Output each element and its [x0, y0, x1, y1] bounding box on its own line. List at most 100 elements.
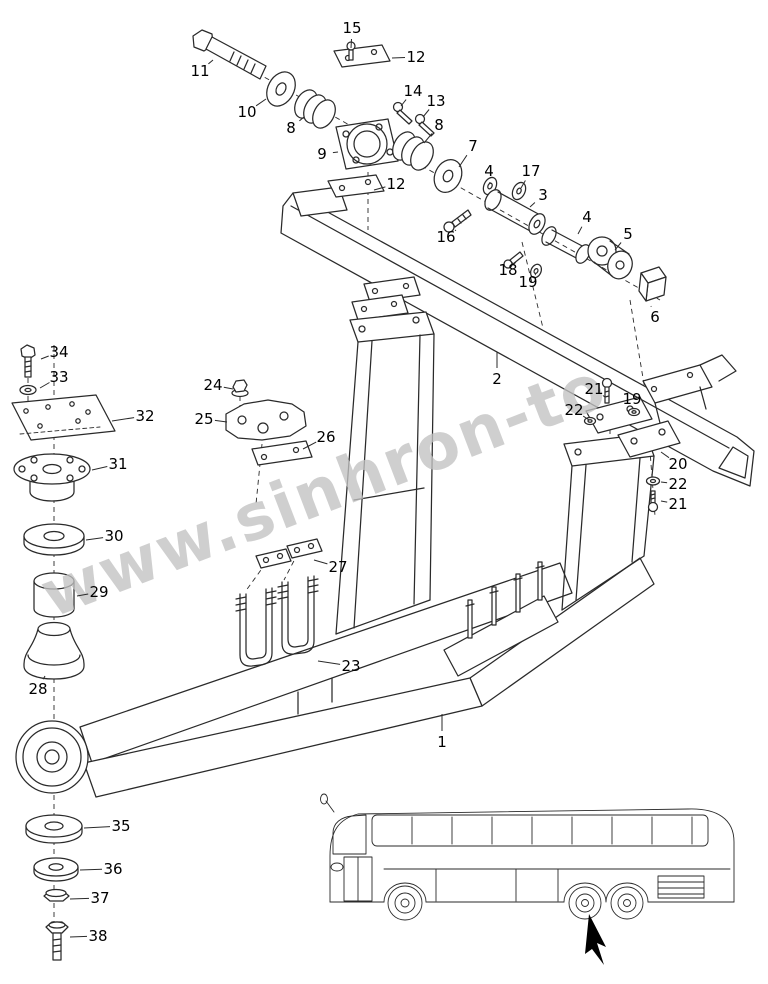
part-label-23: 23	[341, 657, 360, 675]
leader-line-9	[332, 151, 339, 154]
washer-33	[19, 384, 37, 396]
location-arrow	[585, 914, 606, 965]
leader-line-16	[454, 229, 457, 232]
leader-line-26	[302, 441, 317, 450]
part-label-22: 22	[668, 475, 687, 493]
part-label-7: 7	[468, 137, 478, 155]
leader-line-27	[313, 559, 328, 565]
flange-housing-9	[335, 118, 399, 170]
part-label-13: 13	[426, 92, 445, 110]
leader-line-24	[223, 386, 234, 390]
u-bolt-right	[277, 575, 319, 655]
leader-line-33	[39, 382, 50, 389]
leader-line-21	[602, 395, 606, 398]
part-label-21: 21	[584, 380, 603, 398]
part-label-20: 20	[668, 455, 687, 473]
leader-line-36	[79, 868, 103, 871]
leader-line-21	[660, 500, 668, 503]
spring-seat-plate	[443, 561, 559, 677]
part-label-26: 26	[316, 428, 335, 446]
right-bracket-hardware	[583, 377, 681, 513]
leader-line-12	[391, 57, 406, 59]
headlight	[330, 862, 344, 872]
mirror-arm	[325, 800, 335, 813]
part-label-1: 1	[437, 733, 447, 751]
leader-line-18	[513, 261, 517, 265]
screw-14	[392, 101, 413, 125]
leader-line-38	[69, 935, 88, 938]
screw-21-lower	[647, 490, 659, 513]
part-label-38: 38	[88, 927, 107, 945]
part-label-35: 35	[111, 817, 130, 835]
mirror	[320, 793, 328, 805]
u-bolts-and-clamps	[235, 538, 323, 667]
leader-line-35	[83, 826, 111, 829]
part-label-29: 29	[89, 583, 108, 601]
screw-13	[414, 113, 435, 137]
center-bracket-parts	[225, 379, 313, 466]
pivot-bushing-eye	[15, 720, 89, 794]
washer-22-lower	[645, 476, 661, 486]
mount-plate-32	[11, 394, 116, 441]
leader-line-31	[91, 466, 108, 471]
part-label-16: 16	[436, 228, 455, 246]
bolt-11	[192, 29, 267, 80]
bus-location-drawing	[320, 793, 735, 921]
part-label-19: 19	[622, 390, 641, 408]
leader-line-34	[40, 355, 49, 360]
part-label-25: 25	[194, 410, 213, 428]
cube-block-6	[638, 266, 667, 302]
leader-line-15	[350, 38, 352, 49]
cylinder-spacer-3	[484, 189, 546, 235]
washer-19-top	[529, 263, 543, 279]
leader-line-20	[660, 451, 670, 459]
part-label-8: 8	[286, 119, 296, 137]
rear-grille	[657, 875, 705, 899]
left-mount-stack	[11, 344, 116, 961]
part-label-3: 3	[538, 186, 548, 204]
support-towers	[335, 311, 655, 635]
part-label-27: 27	[328, 558, 347, 576]
part-label-6: 6	[650, 308, 660, 326]
leader-line-23	[317, 660, 341, 665]
leader-line-4	[577, 226, 583, 235]
plate-12-bottom	[327, 174, 385, 198]
leader-line-12	[373, 186, 386, 191]
leader-line-11	[208, 59, 214, 65]
leader-line-19	[534, 273, 537, 276]
subframe-part-1	[15, 557, 655, 798]
part-label-36: 36	[103, 860, 122, 878]
screw-21-upper	[601, 377, 613, 404]
screw-18	[503, 251, 524, 269]
nut-24	[231, 379, 249, 398]
bracket-plate-25	[225, 399, 307, 441]
leader-line-37	[69, 897, 90, 900]
leader-line-8	[299, 116, 305, 122]
bolt-38	[45, 921, 69, 961]
part-label-30: 30	[104, 527, 123, 545]
part-label-31: 31	[108, 455, 127, 473]
part-label-4: 4	[582, 208, 592, 226]
part-label-28: 28	[28, 680, 47, 698]
leader-line-14	[400, 99, 407, 107]
washer-19-right	[627, 407, 641, 417]
part-label-11: 11	[190, 62, 209, 80]
part-label-32: 32	[135, 407, 154, 425]
nut-37	[43, 888, 70, 902]
washer-10	[266, 71, 296, 107]
leader-line-30	[85, 537, 104, 541]
leader-line-25	[214, 419, 228, 423]
rubber-bushing-8-left	[294, 89, 336, 129]
part-label-4: 4	[484, 162, 494, 180]
leader-line-22	[660, 481, 668, 484]
washer-35	[25, 814, 83, 844]
rubber-bushing-8-right	[392, 131, 434, 171]
screw-34	[20, 344, 36, 378]
leader-line-3	[529, 202, 536, 208]
part-label-8: 8	[434, 116, 444, 134]
bushing-29	[33, 572, 75, 618]
bus-body-outline	[329, 808, 735, 903]
side-windows	[371, 814, 709, 847]
